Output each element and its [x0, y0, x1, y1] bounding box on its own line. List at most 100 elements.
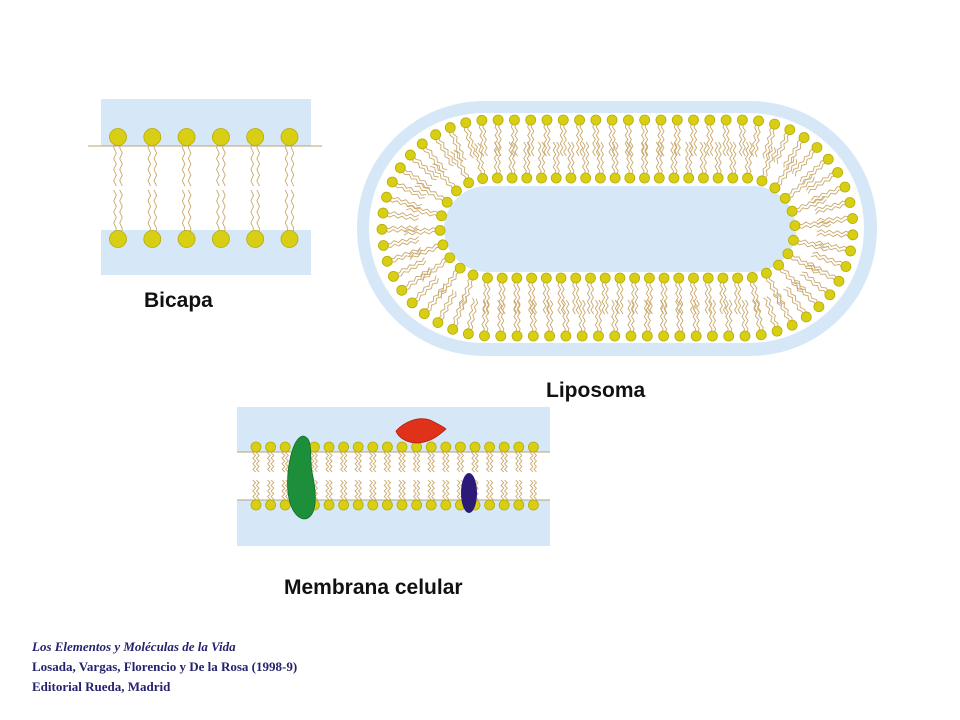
lipid-head	[338, 441, 350, 453]
lipid-tail	[692, 299, 697, 334]
lipid-tail	[113, 141, 117, 187]
lipid-head	[847, 229, 859, 241]
lipid-tail	[529, 479, 534, 503]
phospholipid	[462, 297, 479, 340]
book-title: Los Elementos y Moléculas de la Vida	[32, 639, 236, 654]
lipid-head	[495, 330, 507, 342]
lipid-tail	[153, 141, 158, 187]
lipid-tail	[753, 280, 761, 313]
lipid-tail	[455, 295, 468, 328]
lipid-tail	[398, 479, 403, 503]
lipid-head	[381, 255, 393, 267]
lipid-tail	[284, 141, 289, 187]
lipid-tail	[442, 479, 446, 503]
lipid-tail	[526, 141, 531, 176]
lipid-tail	[354, 479, 359, 503]
phospholipid	[381, 247, 423, 267]
lipid-tail	[493, 141, 498, 176]
lipid-head	[338, 499, 350, 511]
lipid-tail	[518, 449, 523, 473]
lipid-tail	[719, 280, 724, 315]
lipid-tail	[489, 479, 494, 503]
lipid-tail	[689, 122, 694, 157]
lipid-tail	[498, 122, 502, 157]
lipid-head	[788, 234, 799, 246]
phospholipid	[622, 114, 634, 157]
lipid-tail	[396, 260, 427, 278]
phospholipid	[506, 141, 518, 184]
lipid-tail	[222, 189, 226, 235]
phospholipid	[806, 167, 844, 194]
lipid-tail	[420, 257, 447, 279]
lipid-head	[555, 272, 567, 284]
lipid-tail	[422, 260, 449, 282]
lipid-tail	[693, 122, 698, 157]
lipid-tail	[489, 449, 494, 473]
lipid-tail	[398, 449, 403, 473]
lipid-head	[396, 284, 408, 296]
lipid-tail	[216, 141, 220, 187]
lipid-tail	[616, 280, 621, 315]
phospholipid	[495, 299, 507, 342]
phospholipid	[574, 114, 585, 157]
lipid-head	[492, 114, 504, 126]
lipid-head	[280, 230, 299, 248]
lipid-head	[376, 223, 388, 235]
lipid-head	[756, 175, 768, 187]
lipid-head	[622, 114, 634, 126]
phospholipid	[211, 128, 230, 187]
lipid-head	[844, 197, 856, 208]
lipid-tail	[640, 141, 645, 176]
lipid-head	[540, 272, 552, 284]
lipid-tail	[814, 244, 848, 253]
lipid-tail	[482, 280, 487, 315]
lipid-tail	[500, 449, 505, 473]
lipid-tail	[744, 299, 749, 334]
lipid-head	[323, 499, 335, 511]
lipid-tail	[357, 479, 362, 503]
lipid-head	[411, 441, 423, 453]
lipid-tail	[119, 189, 123, 235]
lipid-head	[484, 441, 496, 453]
lipid-tail	[412, 479, 417, 503]
lipid-head	[177, 128, 196, 146]
phospholipid	[211, 189, 230, 248]
phospholipid	[376, 223, 419, 235]
lipid-tail	[693, 280, 698, 315]
lipid-head	[822, 153, 834, 165]
lipid-tail	[290, 189, 295, 235]
phospholipid	[352, 441, 364, 473]
lipid-tail	[629, 141, 634, 176]
lipid-tail	[450, 151, 467, 181]
lipid-head	[381, 441, 393, 453]
lipid-head	[668, 172, 680, 184]
lipid-tail	[794, 196, 826, 210]
lipid-tail	[372, 479, 377, 503]
phospholipid	[536, 141, 547, 184]
phospholipid	[352, 479, 364, 511]
lipid-tail	[369, 449, 374, 473]
lipid-head	[609, 172, 621, 184]
lipid-tail	[806, 265, 836, 282]
lipid-tail	[763, 297, 775, 329]
lipid-tail	[788, 177, 815, 199]
lipid-tail	[216, 189, 220, 235]
lipid-tail	[255, 479, 260, 503]
lipid-tail	[751, 123, 758, 157]
lipid-tail	[422, 147, 445, 173]
lipid-tail	[456, 449, 461, 473]
lipid-tail	[590, 280, 595, 315]
lipid-head	[528, 499, 539, 511]
phospholipid	[246, 189, 265, 248]
lipid-head	[434, 225, 446, 236]
phospholipid	[739, 299, 751, 342]
lipid-tail	[766, 296, 779, 328]
phospholipid	[460, 117, 478, 159]
phospholipid	[585, 272, 596, 315]
phospholipid	[474, 142, 489, 184]
lipid-head	[639, 172, 650, 184]
lipid-tail	[641, 122, 645, 157]
cell-membrane-illustration	[237, 407, 550, 546]
phospholipid	[653, 141, 665, 184]
phospholipid	[727, 141, 739, 184]
